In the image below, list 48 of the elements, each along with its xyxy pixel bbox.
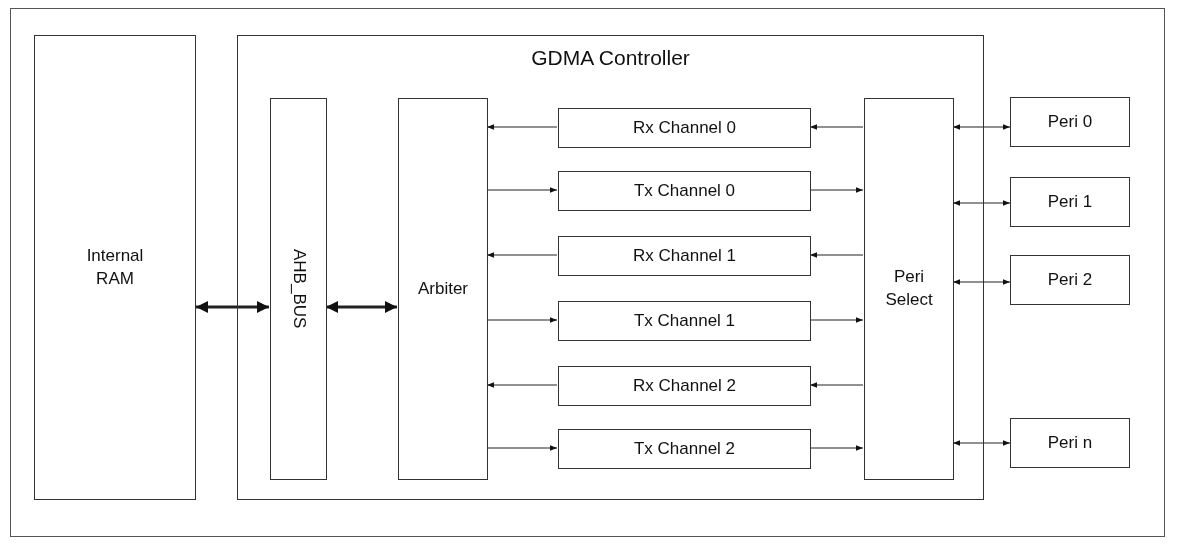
arrow <box>486 317 558 323</box>
channel-box <box>558 236 811 276</box>
arbiter-box <box>398 98 488 480</box>
node-label: Peri Select <box>884 266 934 311</box>
peripheral-box <box>1010 97 1130 147</box>
arrow <box>809 252 864 258</box>
selector-box <box>864 98 954 480</box>
arrow <box>486 445 558 451</box>
peripheral-box <box>1010 418 1130 468</box>
arrow <box>486 252 558 258</box>
arrow <box>952 440 1011 446</box>
arrow <box>196 301 269 313</box>
arrow <box>952 279 1011 285</box>
node-label: AHB_BUS <box>288 249 310 329</box>
arrow <box>326 301 397 313</box>
node-label: Tx Channel 2 <box>633 437 736 460</box>
channel-box <box>558 171 811 211</box>
node-label: Rx Channel 2 <box>633 374 736 397</box>
node-label: Peri 0 <box>1047 110 1093 133</box>
arrow <box>809 124 864 130</box>
channel-box <box>558 108 811 148</box>
channel-box <box>558 301 811 341</box>
title-label: GDMA Controller <box>531 45 690 71</box>
peripheral-box <box>1010 177 1130 227</box>
arrow <box>486 382 558 388</box>
node-label: Rx Channel 1 <box>633 244 736 267</box>
node-label: Internal RAM <box>85 244 145 290</box>
node-label: Peri 1 <box>1047 190 1093 213</box>
node-label: Tx Channel 1 <box>633 309 736 332</box>
controller-box <box>237 35 984 500</box>
arrow <box>809 382 864 388</box>
arrow <box>809 445 864 451</box>
arrow <box>486 187 558 193</box>
arrow <box>952 200 1011 206</box>
arrow <box>809 187 864 193</box>
arrow <box>952 124 1011 130</box>
memory-block <box>34 35 196 500</box>
channel-box <box>558 366 811 406</box>
node-label: Peri n <box>1047 431 1093 454</box>
arrow <box>486 124 558 130</box>
node-label: Rx Channel 0 <box>633 116 736 139</box>
arrow <box>809 317 864 323</box>
bus-bar <box>270 98 327 480</box>
peripheral-box <box>1010 255 1130 305</box>
node-label: Peri 2 <box>1047 268 1093 291</box>
channel-box <box>558 429 811 469</box>
node-label: Tx Channel 0 <box>633 179 736 202</box>
node-label: Arbiter <box>417 277 469 300</box>
